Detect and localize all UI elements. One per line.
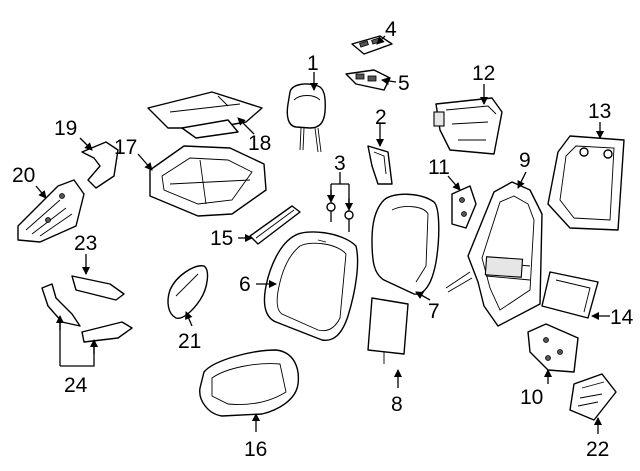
callout-21: 21 xyxy=(178,330,201,353)
seat-module-part xyxy=(541,271,599,319)
callout-10: 10 xyxy=(520,386,543,409)
mounting-plate-part xyxy=(527,323,579,373)
rail-cover-part xyxy=(71,275,125,301)
back-frame-part xyxy=(445,181,543,327)
leader-lines xyxy=(35,35,610,434)
leader-20 xyxy=(35,185,47,199)
callout-16: 16 xyxy=(244,438,267,461)
callout-12: 12 xyxy=(472,62,495,85)
callout-24: 24 xyxy=(64,374,88,397)
leader-18 xyxy=(237,117,255,135)
back-pad-part xyxy=(371,193,440,295)
headrest-guide-part xyxy=(367,145,393,185)
rear-back-panel-part xyxy=(547,135,625,231)
callout-4: 4 xyxy=(385,18,397,41)
screw-parts xyxy=(326,202,354,232)
back-panel-part xyxy=(433,97,503,155)
callout-8: 8 xyxy=(391,393,403,416)
leader-9 xyxy=(517,171,527,189)
side-shield-part xyxy=(17,179,85,243)
callout-9: 9 xyxy=(519,149,531,172)
recliner-bracket-part xyxy=(451,185,477,229)
callout-17: 17 xyxy=(114,136,137,159)
cushion-frame-part xyxy=(149,145,267,217)
leader-21 xyxy=(185,311,193,327)
callout-5: 5 xyxy=(398,72,410,95)
headrest-part xyxy=(286,83,326,153)
callout-22: 22 xyxy=(586,438,609,461)
callout-7: 7 xyxy=(428,300,440,323)
control-module-part xyxy=(569,373,617,421)
leader-19 xyxy=(79,137,93,151)
callout-2: 2 xyxy=(375,106,387,129)
seat-mat-part xyxy=(147,91,263,139)
cushion-cover-part xyxy=(199,349,300,417)
trim-strip-parts xyxy=(41,283,133,343)
callout-18: 18 xyxy=(248,132,271,155)
leader-17 xyxy=(137,153,153,171)
callout-14: 14 xyxy=(610,306,634,329)
callout-19: 19 xyxy=(54,117,77,140)
leader-3-bracket xyxy=(330,172,350,208)
callout-23: 23 xyxy=(74,232,97,255)
leader-5 xyxy=(381,77,397,85)
leader-4 xyxy=(376,35,386,45)
back-cover-part xyxy=(263,231,359,341)
callout-labels: 1 2 3 4 5 6 7 8 9 10 11 12 13 14 15 16 1… xyxy=(12,18,634,461)
leader-11 xyxy=(447,175,461,191)
callout-15: 15 xyxy=(210,227,233,250)
callout-3: 3 xyxy=(334,152,346,175)
leader-7 xyxy=(415,291,431,301)
rod-part xyxy=(249,205,301,245)
callout-6: 6 xyxy=(239,273,251,296)
callout-13: 13 xyxy=(588,100,611,123)
lumbar-panel-part xyxy=(367,297,409,364)
side-trim-part xyxy=(81,141,119,189)
callout-20: 20 xyxy=(12,164,35,187)
callout-11: 11 xyxy=(428,156,450,179)
callout-1: 1 xyxy=(307,52,319,75)
side-cover-part xyxy=(167,265,209,319)
